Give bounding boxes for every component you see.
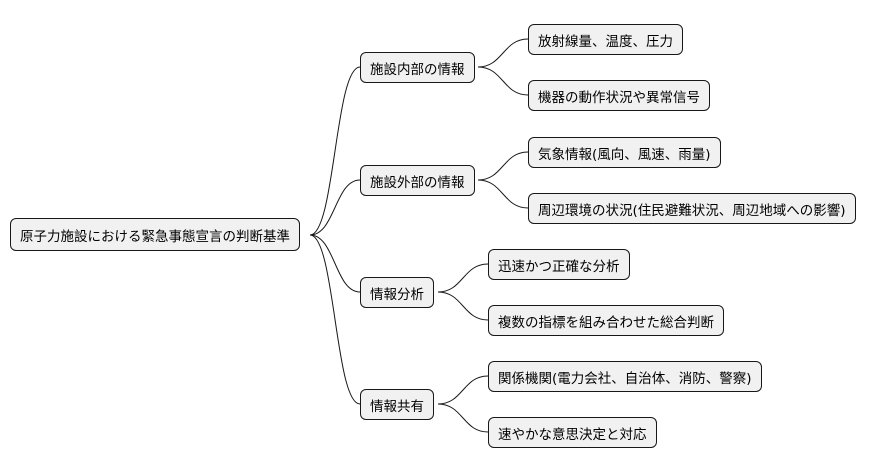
leaf-related-organizations: 関係機関(電力会社、自治体、消防、警察) (488, 361, 762, 392)
leaf-prompt-decision-response: 速やかな意思決定と対応 (488, 417, 657, 448)
branch-facility-external-info: 施設外部の情報 (360, 165, 475, 196)
edge-root-to-branch-2 (309, 179, 361, 236)
leaf-combined-indicator-judgment: 複数の指標を組み合わせた総合判断 (488, 305, 724, 336)
leaf-equipment-status-anomaly-signals: 機器の動作状況や異常信号 (528, 80, 710, 111)
edge-root-to-branch-3 (309, 234, 361, 293)
edge-root-to-branch-4 (309, 234, 361, 405)
edge-branch-1-leaf-2 (477, 66, 529, 96)
edge-branch-4-leaf-1 (437, 375, 489, 405)
leaf-surrounding-environment-status: 周辺環境の状況(住民避難状況、周辺地域への影響) (528, 193, 856, 224)
edge-branch-4-leaf-2 (437, 403, 489, 433)
branch-facility-internal-info: 施設内部の情報 (360, 52, 475, 83)
edge-root-to-branch-1 (309, 66, 361, 236)
branch-information-sharing: 情報共有 (360, 389, 434, 420)
edge-branch-3-leaf-1 (437, 263, 489, 293)
leaf-radiation-temperature-pressure: 放射線量、温度、圧力 (528, 24, 683, 55)
leaf-rapid-accurate-analysis: 迅速かつ正確な分析 (488, 249, 630, 280)
edge-branch-3-leaf-2 (437, 291, 489, 321)
edge-branch-2-leaf-2 (477, 179, 529, 209)
branch-information-analysis: 情報分析 (360, 277, 434, 308)
leaf-weather-information: 気象情報(風向、風速、雨量) (528, 137, 721, 168)
edge-branch-1-leaf-1 (477, 38, 529, 68)
edge-branch-2-leaf-1 (477, 151, 529, 181)
root-node: 原子力施設における緊急事態宣言の判断基準 (10, 218, 300, 251)
